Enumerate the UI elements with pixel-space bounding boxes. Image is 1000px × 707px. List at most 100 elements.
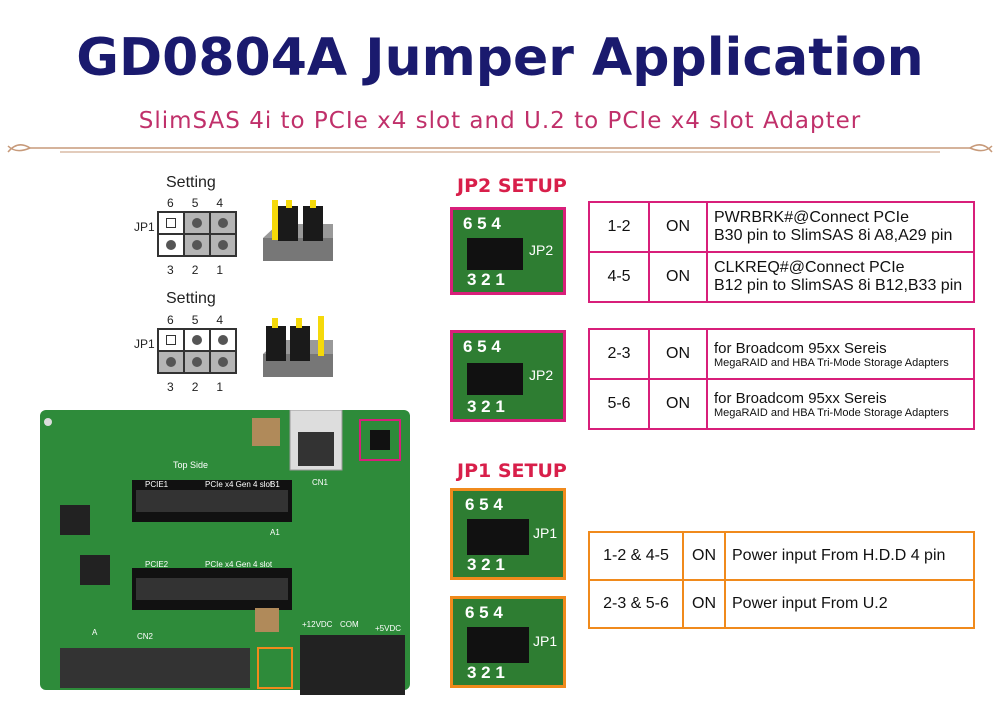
jp1-table: 1-2 & 4-5 ON Power input From H.D.D 4 pi…: [588, 531, 975, 629]
jumper-cap: [467, 238, 523, 270]
setting-label-1: Setting: [166, 174, 216, 191]
cn2-label: CN2: [137, 632, 154, 641]
jp1-setup-title: JP1 SETUP: [457, 460, 567, 482]
pcb-board-photo: [40, 410, 410, 695]
state-cell: ON: [648, 328, 708, 380]
desc-line-1: PWRBRK#@Connect PCIe: [714, 209, 909, 226]
pin-number: 3: [167, 263, 174, 277]
jumper-cap: [467, 363, 523, 395]
jumper-cap: [467, 519, 529, 555]
decorative-divider: [7, 144, 993, 153]
cn1-label: CN1: [312, 478, 329, 487]
pcie2-label: PCIE2: [145, 560, 169, 569]
pin-6: [158, 212, 184, 234]
pin-4: [210, 212, 236, 234]
state-cell: ON: [682, 531, 726, 581]
pins-cell: 1-2: [588, 201, 650, 253]
pins-cell: 5-6: [588, 378, 650, 430]
desc-line-1: for Broadcom 95xx Sereis: [714, 389, 887, 407]
pins-cell: 2-3 & 5-6: [588, 579, 684, 629]
photo-bottom-pins: 3 2 1: [467, 397, 505, 416]
photo-top-pins: 6 5 4: [463, 337, 501, 356]
pins-cell: 1-2 & 4-5: [588, 531, 684, 581]
pin-2: [184, 351, 210, 373]
desc-line-2: B12 pin to SlimSAS 8i B12,B33 pin: [714, 277, 963, 294]
pin-1: [210, 234, 236, 256]
pin-2: [184, 234, 210, 256]
pin-number: 3: [167, 380, 174, 394]
page-title: GD0804A Jumper Application: [76, 28, 924, 88]
v12-label: +12VDC: [302, 620, 333, 629]
pin-6: [158, 329, 184, 351]
photo-jp-label: JP1: [533, 525, 558, 541]
photo-bottom-pins: 3 2 1: [467, 663, 505, 682]
slot1-label: PCIe x4 Gen 4 slot: [205, 480, 273, 489]
state-cell: ON: [682, 579, 726, 629]
top-pin-numbers-2: 6 5 4: [167, 313, 223, 327]
pin-number: 6: [167, 313, 174, 327]
jp2-setup-title: JP2 SETUP: [457, 175, 567, 197]
jumper-diagram-1: [157, 211, 237, 257]
desc-line-2: B30 pin to SlimSAS 8i A8,A29 pin: [714, 227, 953, 244]
photo-top-pins: 6 5 4: [465, 495, 503, 514]
photo-bottom-pins: 3 2 1: [467, 270, 505, 289]
state-cell: ON: [648, 201, 708, 253]
desc-cell: Power input From H.D.D 4 pin: [724, 531, 975, 581]
top-pin-numbers-1: 6 5 4: [167, 196, 247, 210]
photo-jp-label: JP2: [529, 242, 554, 258]
pin-number: 1: [216, 380, 224, 394]
pcie1-label: PCIE1: [145, 480, 169, 489]
photo-jp-label: JP2: [529, 367, 554, 383]
jp1-photo-2: 6 5 4 JP1 3 2 1: [450, 596, 566, 688]
top-side-label: Top Side: [173, 460, 209, 470]
jp1-label-2: JP1: [134, 337, 155, 351]
table-row: 2-3 & 5-6 ON Power input From U.2: [588, 579, 975, 629]
pin-number: 2: [191, 380, 199, 394]
jp1-photo-1: 6 5 4 JP1 3 2 1: [450, 488, 566, 580]
slot2-label: PCIe x4 Gen 4 slot: [205, 560, 273, 569]
pin-number: 5: [191, 313, 199, 327]
a1-label: A1: [270, 528, 280, 537]
pins-cell: 4-5: [588, 251, 650, 303]
com-label: COM: [340, 620, 359, 629]
jp1-label-1: JP1: [134, 220, 155, 234]
desc-line-2: MegaRAID and HBA Tri-Mode Storage Adapte…: [714, 356, 949, 369]
pin-number: 4: [216, 196, 224, 210]
pin-number: 5: [191, 196, 199, 210]
jumper-3d-illustration-1: [263, 200, 333, 261]
pin-number: 6: [167, 196, 174, 210]
table-row: 1-2 & 4-5 ON Power input From H.D.D 4 pi…: [588, 531, 975, 581]
v5-label: +5VDC: [375, 624, 402, 633]
pin-number: 1: [216, 263, 224, 277]
pin-5: [184, 212, 210, 234]
pin-number: 2: [191, 263, 199, 277]
pins-cell: 2-3: [588, 328, 650, 380]
pin-number: 4: [216, 313, 224, 327]
pin-3: [158, 351, 184, 373]
pin-5: [184, 329, 210, 351]
photo-bottom-pins: 3 2 1: [467, 555, 505, 574]
jumper-cap: [467, 627, 529, 663]
state-cell: ON: [648, 378, 708, 430]
pin-1: [210, 351, 236, 373]
state-cell: ON: [648, 251, 708, 303]
jp2-photo-1: 6 5 4 JP2 3 2 1: [450, 207, 566, 295]
b1-label: B1: [270, 480, 280, 489]
page-subtitle: SlimSAS 4i to PCIe x4 slot and U.2 to PC…: [138, 108, 862, 134]
desc-line-1: CLKREQ#@Connect PCIe: [714, 259, 905, 276]
jumper-3d-illustration-2: [263, 316, 333, 377]
pin-3: [158, 234, 184, 256]
jp2-photo-2: 6 5 4 JP2 3 2 1: [450, 330, 566, 422]
photo-jp-label: JP1: [533, 633, 558, 649]
photo-top-pins: 6 5 4: [463, 214, 501, 233]
pin-4: [210, 329, 236, 351]
bottom-pin-numbers-2: 3 2 1: [167, 380, 223, 394]
